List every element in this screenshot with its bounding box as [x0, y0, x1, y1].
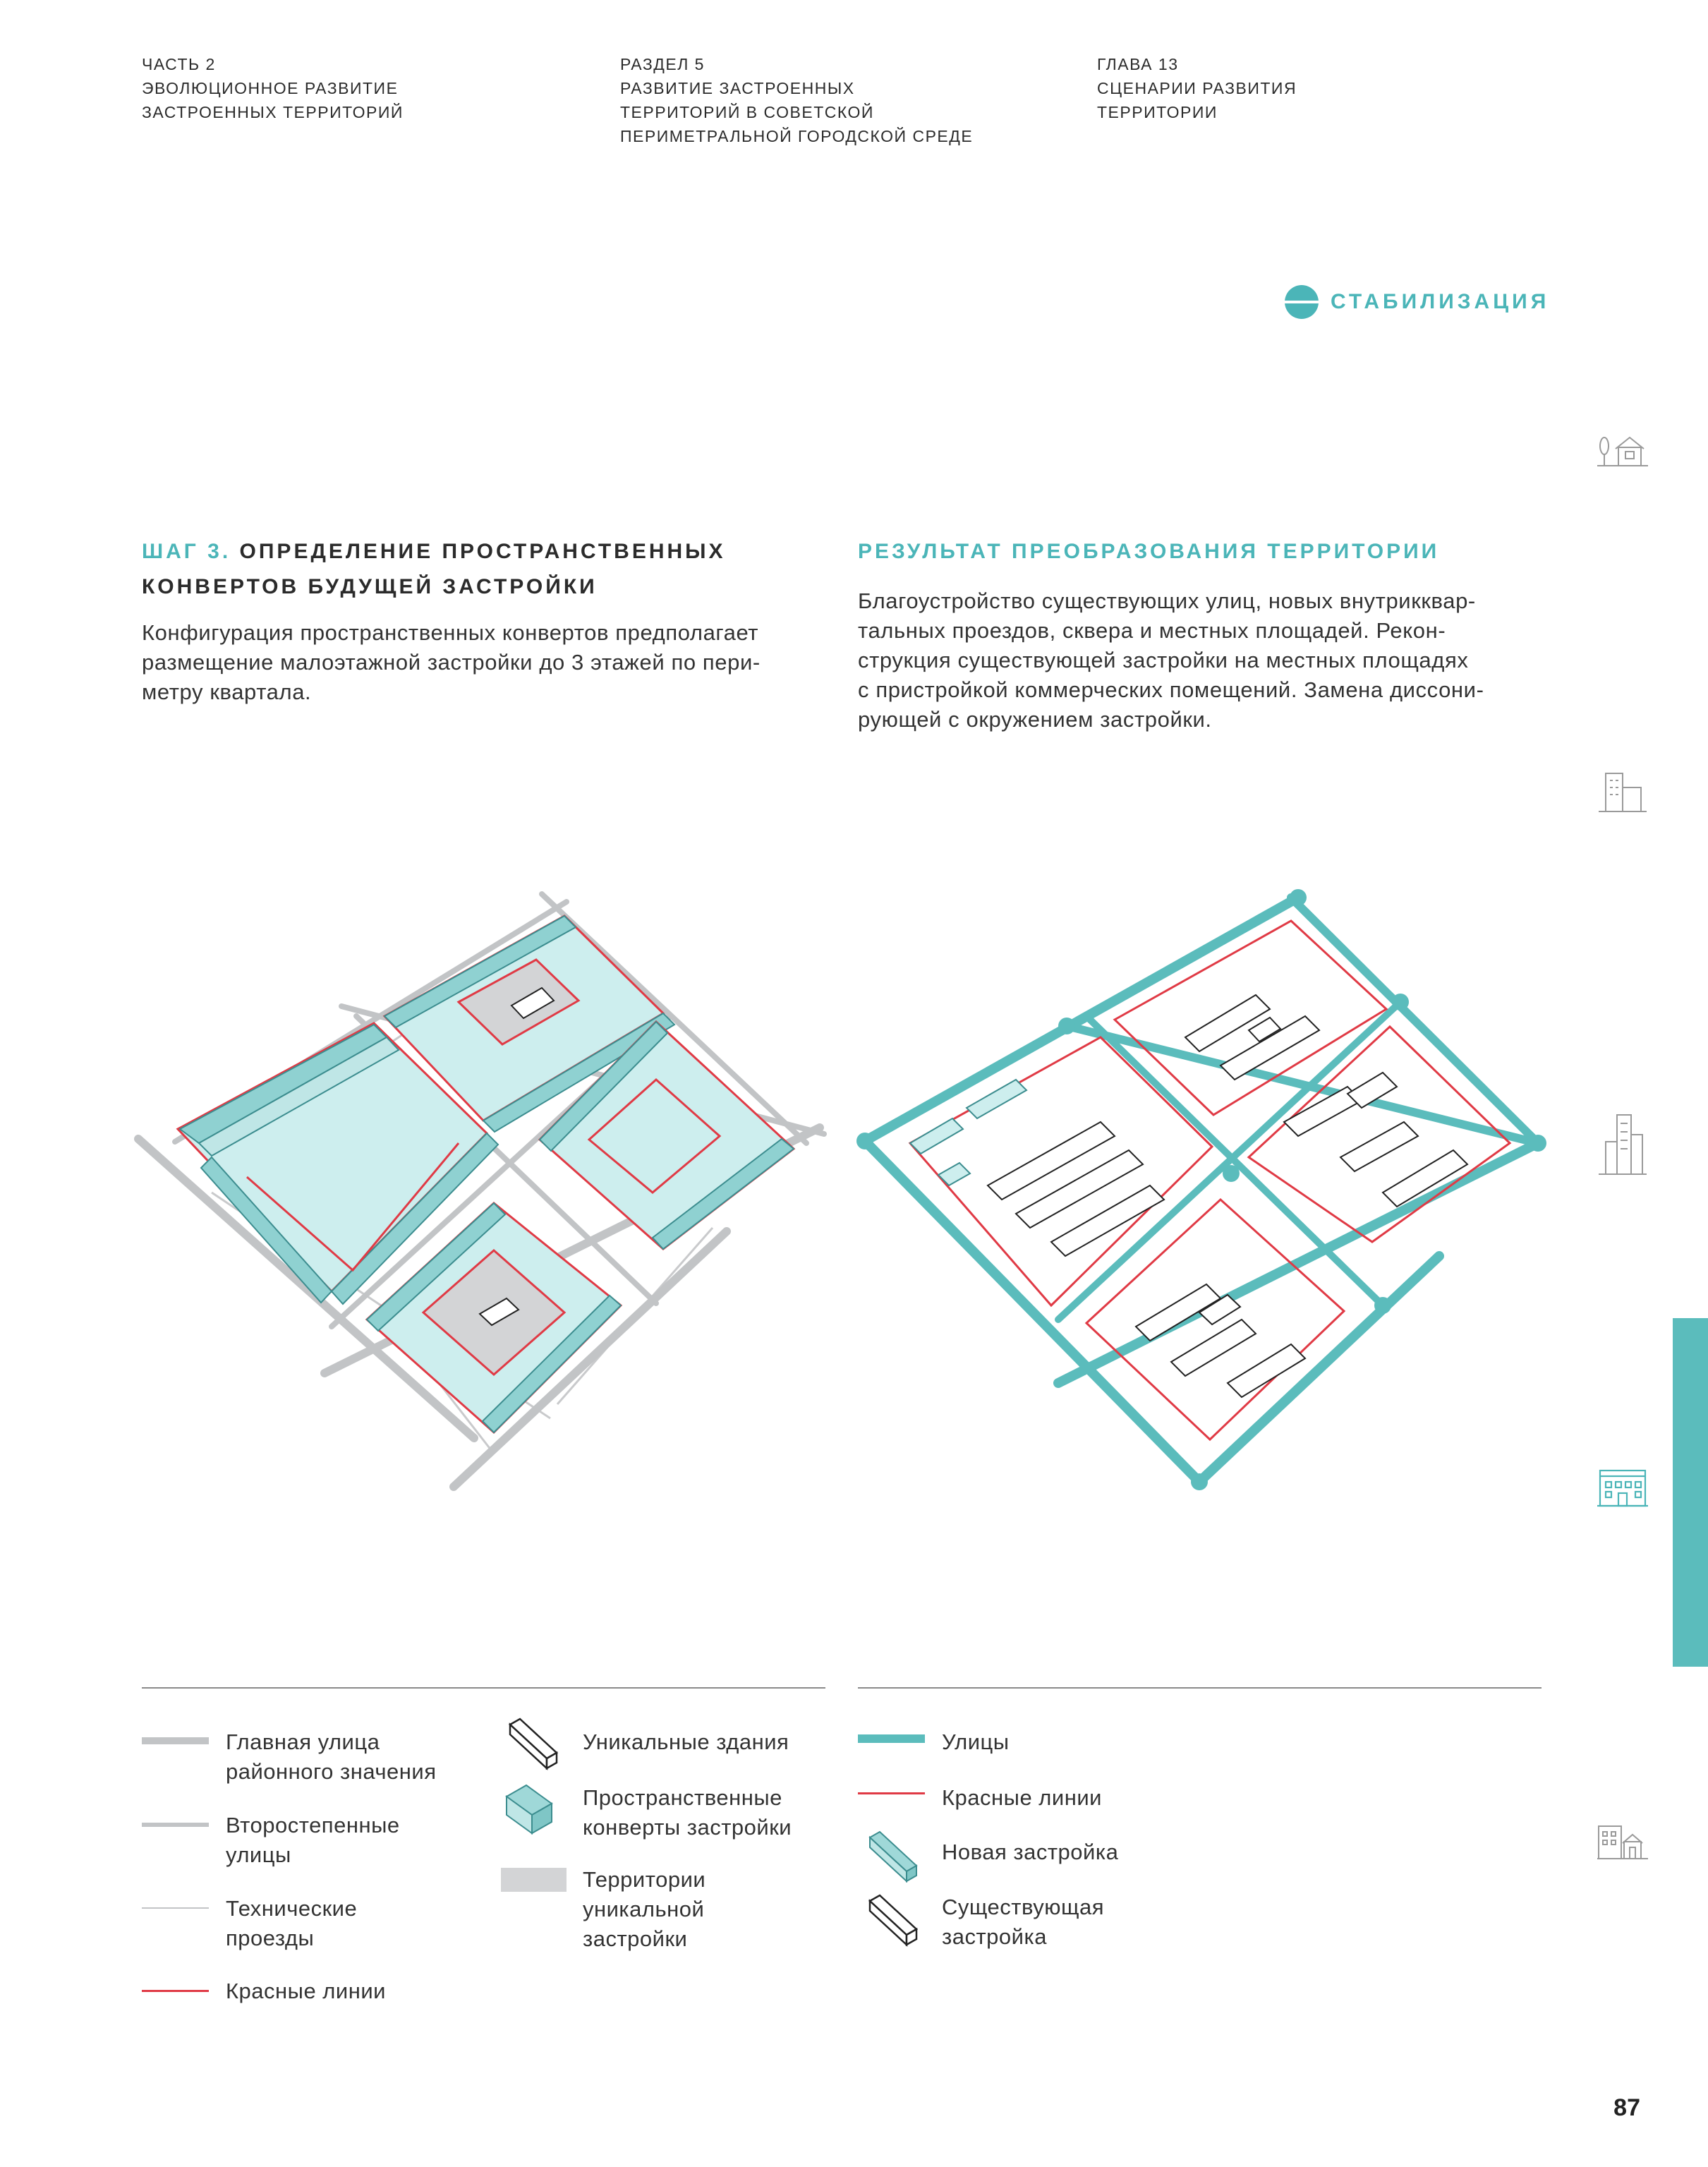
block-envelope-2 [382, 915, 676, 1133]
legend-secondary: Второстепенные улицы [226, 1811, 400, 1870]
new-building-icon [868, 1830, 918, 1883]
step-text-line: Конфигурация пространственных конвертов … [142, 620, 759, 645]
legend-red: Красные линии [226, 1976, 386, 2006]
header-part: ЧАСТЬ 2 ЭВОЛЮЦИОННОЕ РАЗВИТИЕ ЗАСТРОЕННЫ… [142, 52, 404, 124]
header-section-line: РАЗДЕЛ 5 [620, 55, 705, 73]
existing-buildings [986, 994, 1469, 1399]
step-prefix: ШАГ 3. [142, 540, 231, 563]
legend-main-street-line: районного значения [226, 1759, 437, 1784]
legend-streets: Улицы [942, 1727, 1010, 1757]
legend-secondary-line: улицы [226, 1842, 291, 1867]
legend-main-street-line: Главная улица [226, 1730, 380, 1754]
highrise-icon[interactable] [1596, 1113, 1649, 1177]
legend-unique-territory-line: застройки [583, 1926, 688, 1951]
red-lines [908, 919, 1512, 1442]
result-text-line: тальных проездов, сквера и местных площа… [858, 618, 1446, 643]
header-section-line: ТЕРРИТОРИЙ В СОВЕТСКОЙ [620, 103, 874, 121]
phase-label: СТАБИЛИЗАЦИЯ [1331, 290, 1550, 313]
legend-existing-buildings: Существующая застройка [942, 1893, 1104, 1952]
step-text-line: размещение малоэтажной застройки до 3 эт… [142, 650, 761, 675]
legend-unique-territory-swatch [501, 1868, 567, 1892]
block-icon[interactable] [1596, 1468, 1649, 1510]
street-nodes [856, 889, 1546, 1490]
result-heading: РЕЗУЛЬТАТ ПРЕОБРАЗОВАНИЯ ТЕРРИТОРИИ [858, 534, 1439, 569]
step-title-line1: ОПРЕДЕЛЕНИЕ ПРОСТРАНСТВЕННЫХ [239, 540, 726, 563]
block-envelope-3 [538, 1020, 796, 1250]
midrise-icon[interactable] [1596, 772, 1649, 814]
step-title-line2: КОНВЕРТОВ БУДУЩЕЙ ЗАСТРОЙКИ [142, 575, 598, 598]
result-text-line: Благоустройство существующих улиц, новых… [858, 588, 1476, 613]
legend-streets-swatch [858, 1734, 925, 1743]
legend-main-street: Главная улица районного значения [226, 1727, 437, 1787]
result-text-line: рующей с окружением застройки. [858, 707, 1212, 732]
street-network [860, 893, 1543, 1487]
result-text: Благоустройство существующих улиц, новых… [858, 586, 1484, 735]
legend-red-line: Красные линии [226, 1979, 386, 2003]
legend-separator-right [858, 1687, 1542, 1689]
legend-envelopes-line: конверты застройки [583, 1815, 792, 1840]
legend-new-buildings-line: Новая застройка [942, 1840, 1119, 1864]
phase-circle-icon [1284, 285, 1319, 319]
legend-tech-line: проезды [226, 1926, 315, 1950]
legend-unique-buildings: Уникальные здания [583, 1727, 789, 1757]
legend-streets-line: Улицы [942, 1730, 1010, 1754]
header-chapter-line: ТЕРРИТОРИИ [1097, 103, 1218, 121]
legend-existing-buildings-line: Существующая [942, 1895, 1105, 1919]
legend-tech-swatch [142, 1907, 209, 1909]
header-section-line: РАЗВИТИЕ ЗАСТРОЕННЫХ [620, 79, 855, 97]
legend-new-buildings: Новая застройка [942, 1837, 1118, 1867]
legend-existing-buildings-line: застройка [942, 1924, 1047, 1949]
block-envelope-1 [176, 1022, 499, 1305]
header-chapter-line: СЦЕНАРИИ РАЗВИТИЯ [1097, 79, 1297, 97]
legend-red-right: Красные линии [942, 1783, 1102, 1813]
step-text-line: метру квартала. [142, 680, 312, 704]
result-diagram [856, 889, 1546, 1490]
header-part-line: ЭВОЛЮЦИОННОЕ РАЗВИТИЕ [142, 79, 399, 97]
house-icon[interactable] [1596, 428, 1649, 470]
new-buildings [909, 1078, 1028, 1187]
header-chapter: ГЛАВА 13 СЦЕНАРИИ РАЗВИТИЯ ТЕРРИТОРИИ [1097, 52, 1297, 124]
header-chapter-line: ГЛАВА 13 [1097, 55, 1179, 73]
legend-red-swatch [142, 1990, 209, 1992]
legend-separator-left [142, 1687, 825, 1689]
existing-building-icon [868, 1894, 919, 1947]
legend-envelopes: Пространственные конверты застройки [583, 1783, 792, 1842]
legend-envelopes-line: Пространственные [583, 1785, 782, 1810]
legend-red-right-line: Красные линии [942, 1785, 1102, 1810]
legend-main-street-swatch [142, 1737, 209, 1744]
active-section-tab[interactable] [1673, 1318, 1708, 1667]
legend-unique-buildings-line: Уникальные здания [583, 1730, 789, 1754]
result-text-line: с пристройкой коммерческих помещений. За… [858, 677, 1484, 702]
step-text: Конфигурация пространственных конвертов … [142, 618, 761, 707]
legend-secondary-line: Второстепенные [226, 1813, 400, 1837]
legend-tech-line: Технические [226, 1896, 358, 1921]
result-title: РЕЗУЛЬТАТ ПРЕОБРАЗОВАНИЯ ТЕРРИТОРИИ [858, 540, 1440, 563]
result-text-line: струкция существующей застройки на местн… [858, 648, 1469, 672]
page-number: 87 [1613, 2094, 1640, 2121]
legend-unique-territory-line: Территории [583, 1867, 706, 1892]
header-part-line: ЗАСТРОЕННЫХ ТЕРРИТОРИЙ [142, 103, 404, 121]
header-part-line: ЧАСТЬ 2 [142, 55, 216, 73]
village-icon[interactable] [1596, 1821, 1649, 1863]
header-section: РАЗДЕЛ 5 РАЗВИТИЕ ЗАСТРОЕННЫХ ТЕРРИТОРИЙ… [620, 52, 973, 148]
unique-building-icon [508, 1718, 559, 1770]
legend-tech: Технические проезды [226, 1894, 357, 1953]
envelopes-diagram [134, 891, 827, 1491]
legend-unique-territory-line: уникальной [583, 1897, 705, 1921]
header-section-line: ПЕРИМЕТРАЛЬНОЙ ГОРОДСКОЙ СРЕДЕ [620, 127, 974, 145]
legend-secondary-swatch [142, 1823, 209, 1827]
step-heading: ШАГ 3. ОПРЕДЕЛЕНИЕ ПРОСТРАНСТВЕННЫХ КОНВ… [142, 534, 726, 605]
envelope-icon [505, 1784, 553, 1835]
legend-unique-territory: Территории уникальной застройки [583, 1865, 705, 1954]
legend-red-right-swatch [858, 1792, 925, 1794]
phase-badge: СТАБИЛИЗАЦИЯ [1284, 284, 1549, 320]
block-envelope-4 [365, 1202, 623, 1435]
